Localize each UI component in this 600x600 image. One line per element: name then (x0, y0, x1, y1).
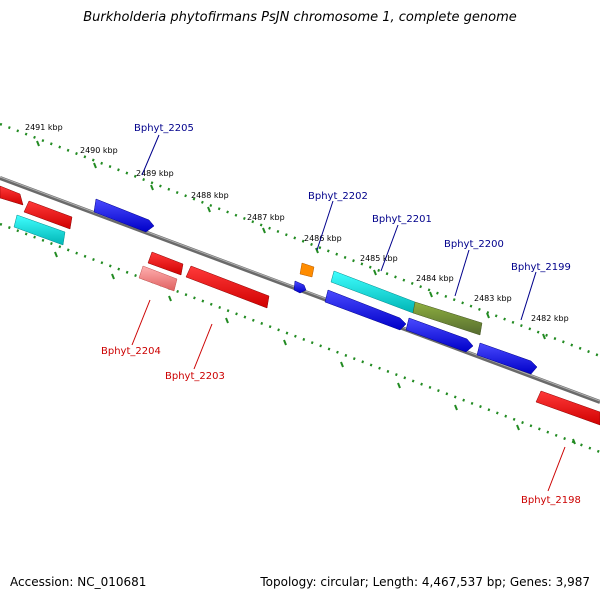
gene-label[interactable]: Bphyt_2201 (372, 214, 432, 225)
gene-bphyt-2198[interactable] (535, 390, 600, 426)
reverse-features (0, 185, 600, 426)
gene-blue-arrow[interactable] (324, 289, 407, 331)
gene-bphyt-2204[interactable] (147, 251, 184, 276)
gene-bphyt-2202[interactable] (299, 262, 315, 278)
tick-label: 2487 kbp (247, 213, 285, 222)
tick-label: 2491 kbp (25, 123, 63, 132)
reverse-tick-track (0, 222, 600, 454)
tick-label: 2489 kbp (136, 169, 174, 178)
gene-label[interactable]: Bphyt_2198 (521, 495, 581, 506)
tick-label: 2482 kbp (531, 314, 569, 323)
gene-bphyt-2205[interactable] (93, 198, 155, 233)
gene-red-left[interactable] (0, 185, 24, 206)
leader-line (454, 249, 470, 297)
forward-tick-track (0, 122, 600, 358)
tick-label: 2485 kbp (360, 254, 398, 263)
tick-label: 2484 kbp (416, 274, 454, 283)
leader-line (520, 271, 537, 321)
gene-label[interactable]: Bphyt_2204 (101, 346, 161, 357)
gene-label[interactable]: Bphyt_2205 (134, 123, 194, 134)
gene-pink[interactable] (138, 265, 178, 292)
gene-red-left[interactable] (23, 200, 73, 230)
gene-bphyt-2200[interactable] (412, 301, 483, 336)
tick-label: 2486 kbp (304, 234, 342, 243)
gene-label[interactable]: Bphyt_2200 (444, 239, 504, 250)
leader-line (141, 134, 160, 176)
gene-label[interactable]: Bphyt_2202 (308, 191, 368, 202)
genome-stats: Topology: circular; Length: 4,467,537 bp… (260, 575, 590, 589)
tick-label: 2488 kbp (191, 191, 229, 200)
leader-line (193, 323, 213, 370)
gene-label[interactable]: Bphyt_2199 (511, 262, 571, 273)
map-title: Burkholderia phytofirmans PsJN chromosom… (83, 10, 517, 25)
gene-blue-arrow[interactable] (405, 317, 474, 353)
gene-label[interactable]: Bphyt_2203 (165, 371, 225, 382)
leader-line (380, 224, 399, 272)
gene-bphyt-2203[interactable] (185, 265, 270, 309)
gene-small-blue[interactable] (293, 280, 307, 294)
gene-bphyt-2199[interactable] (476, 342, 538, 375)
leader-line (547, 446, 566, 492)
gene-cyan-left[interactable] (13, 214, 66, 246)
tick-label: 2483 kbp (474, 294, 512, 303)
forward-features (93, 198, 483, 336)
reverse-major-ticks (54, 251, 576, 445)
leader-line (316, 200, 334, 251)
leader-line (131, 299, 151, 346)
accession-label: Accession: NC_010681 (10, 575, 147, 589)
tick-label: 2490 kbp (80, 146, 118, 155)
forward-major-ticks (36, 140, 546, 340)
